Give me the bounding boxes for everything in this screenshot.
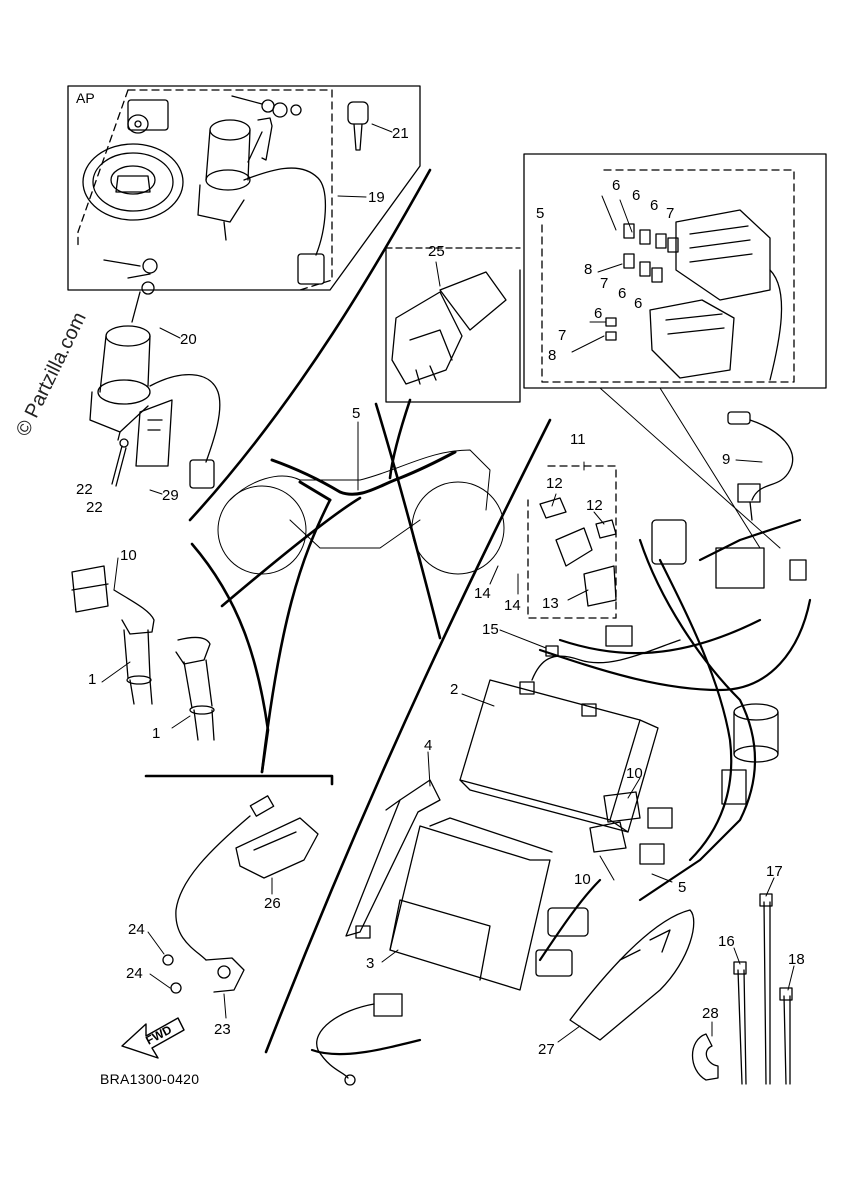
region-divider-lines — [188, 168, 552, 1054]
callout-25: 25 — [428, 243, 445, 260]
ap-inset-frame — [67, 85, 421, 291]
callout-17: 17 — [766, 863, 783, 880]
callout-14: 14 — [474, 585, 491, 602]
key-21-drawing — [347, 101, 369, 151]
callout-19: 19 — [368, 189, 385, 206]
leader-lines — [101, 123, 795, 1043]
fuel-cap-drawing — [82, 143, 184, 221]
callout-12: 12 — [546, 475, 563, 492]
ignition-coils-drawing — [113, 589, 215, 741]
callout-6: 6 — [650, 197, 659, 214]
inset-ap-label: AP — [76, 90, 95, 106]
callout-29: 29 — [162, 487, 179, 504]
callout-12: 12 — [586, 497, 603, 514]
callout-6: 6 — [618, 285, 627, 302]
callout-10: 10 — [626, 765, 643, 782]
callout-26: 26 — [264, 895, 281, 912]
relay-holder-25-drawing — [391, 271, 507, 385]
callout-6: 6 — [634, 295, 643, 312]
bracket-29-drawing — [135, 399, 173, 467]
callout-16: 16 — [718, 933, 735, 950]
inset-ignition-drawing — [197, 119, 327, 285]
callout-4: 4 — [424, 737, 433, 754]
callout-8: 8 — [584, 261, 593, 278]
callout-1: 1 — [88, 671, 97, 688]
callout-1: 1 — [152, 725, 161, 742]
inset-25-frame — [385, 247, 521, 403]
callout-14: 14 — [504, 597, 521, 614]
ground-lead-drawing — [316, 993, 403, 1086]
callout-10: 10 — [574, 871, 591, 888]
screw-22-drawing — [111, 438, 129, 487]
callout-11: 11 — [570, 431, 586, 448]
callout-7: 7 — [600, 275, 609, 292]
relay-13-drawing — [555, 527, 617, 607]
callout-24: 24 — [128, 921, 145, 938]
clamp-28-drawing — [692, 1033, 719, 1081]
cable-ties-drawing — [733, 893, 793, 1085]
callout-7: 7 — [666, 205, 675, 222]
callout-5: 5 — [678, 879, 687, 896]
fuses-drawing — [605, 223, 679, 341]
callout-9: 9 — [722, 451, 731, 468]
callout-8: 8 — [548, 347, 557, 364]
battery-case-3-drawing — [389, 817, 553, 991]
callout-6: 6 — [594, 305, 603, 322]
callout-15: 15 — [482, 621, 499, 638]
callout-10: 10 — [120, 547, 137, 564]
cylinder-drawing — [733, 703, 779, 763]
callout-20: 20 — [180, 331, 197, 348]
callout-21: 21 — [392, 125, 409, 142]
fwd-arrow-drawing — [121, 1017, 185, 1059]
cap-lock-drawing — [127, 99, 169, 134]
callout-28: 28 — [702, 1005, 719, 1022]
callout-3: 3 — [366, 955, 375, 972]
callout-5: 5 — [536, 205, 545, 222]
callout-23: 23 — [214, 1021, 231, 1038]
callout-24: 24 — [126, 965, 143, 982]
callout-22: 22 — [76, 481, 93, 498]
sensor-drawing — [162, 795, 275, 994]
harness-center-drawing — [270, 450, 457, 502]
connectors-drawing — [605, 519, 807, 805]
battery-2-drawing — [459, 679, 659, 833]
callout-18: 18 — [788, 951, 805, 968]
relay-10-left-drawing — [71, 565, 109, 613]
callout-7: 7 — [558, 327, 567, 344]
callout-6: 6 — [632, 187, 641, 204]
inset-keys-drawing — [231, 95, 302, 163]
sensor-9-drawing — [727, 411, 794, 521]
harness-27-connectors-drawing — [535, 907, 589, 977]
callout-13: 13 — [542, 595, 559, 612]
cover-27-drawing — [569, 909, 695, 1041]
bracket-4-drawing — [345, 779, 441, 939]
drawing-code: BRA1300-0420 — [100, 1071, 200, 1087]
relays-10-mid-drawing — [589, 791, 673, 865]
fuse-box-drawing — [675, 209, 783, 381]
ignition-switch-drawing — [89, 258, 221, 489]
callout-22: 22 — [86, 499, 103, 516]
fuse-box-inset-frame — [523, 153, 827, 549]
motorcycle-outline-drawing — [217, 449, 505, 575]
fuse-block-drawing — [649, 299, 735, 379]
callout-2: 2 — [450, 681, 459, 698]
relay-inset-frame — [527, 465, 617, 619]
relay-12-drawing — [539, 497, 617, 539]
callout-5: 5 — [352, 405, 361, 422]
bottom-inset-frame — [144, 774, 334, 786]
callout-27: 27 — [538, 1041, 555, 1058]
battery-cable-15-drawing — [531, 639, 681, 681]
cover-26-drawing — [235, 817, 319, 879]
callout-6: 6 — [612, 177, 621, 194]
